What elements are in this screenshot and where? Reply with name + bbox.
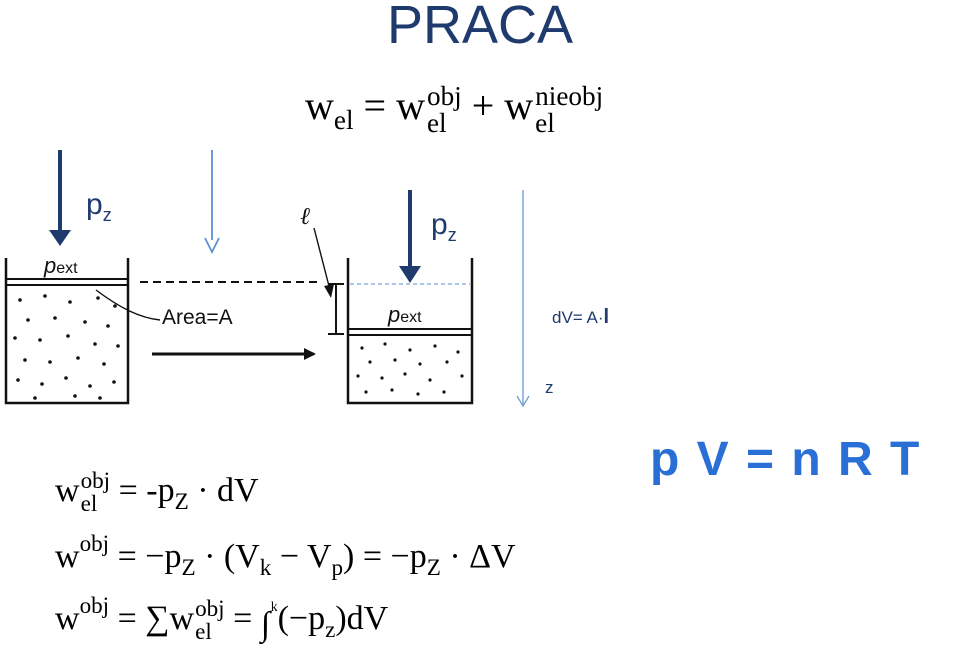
pext-right-symbol: p — [388, 302, 401, 327]
eq-term2-sup: nieobj — [535, 80, 604, 111]
dv-label-text: dV= A· — [552, 308, 604, 327]
eq1-w: w — [55, 471, 80, 509]
right-pressure-sub: z — [447, 225, 457, 245]
z-label: z — [545, 378, 554, 397]
eq2-vp-sub: p — [331, 555, 344, 582]
eq2-rhs3-sub: Z — [426, 555, 441, 582]
eq3-rhs2: = — [224, 599, 261, 637]
eq2-vk-sub: k — [259, 555, 272, 582]
left-pressure-sub: z — [102, 205, 112, 225]
eq3-rhs1: = ∑w — [117, 599, 195, 637]
pext-right-label: pext — [388, 302, 422, 328]
eq-lhs-sub: el — [333, 104, 354, 135]
eq3-sum-sup: obj — [195, 596, 225, 622]
eq-term1: w — [396, 83, 425, 128]
eq3-w: w — [55, 599, 80, 637]
ell-label: ℓ — [300, 204, 310, 230]
pext-right-sub: ext — [400, 309, 422, 326]
eq2-rhs3: ) = −p — [343, 538, 427, 575]
eq3-sum-sub: el — [195, 619, 212, 646]
left-pressure-symbol: p — [86, 188, 103, 221]
right-container — [346, 258, 474, 405]
left-container — [4, 258, 130, 405]
displacement-bracket — [328, 283, 344, 335]
left-pressure-label: pz — [86, 188, 112, 226]
ell-pointer-head — [324, 284, 334, 298]
eq1-rhs-tail: · dV — [188, 471, 259, 509]
eq1-rhs: = -p — [118, 471, 175, 509]
eq2-rhs1b: · (V — [195, 538, 260, 575]
eq3-rhs3-sub: z — [325, 617, 336, 643]
eq2-sup: obj — [79, 530, 110, 557]
eq1-sub: el — [80, 491, 98, 518]
piston-diagram — [4, 150, 530, 408]
eq-term2-sub: el — [535, 107, 555, 138]
dv-label: dV= A·l — [552, 306, 609, 329]
pext-left-sub: ext — [56, 260, 78, 277]
ideal-gas-equation: p V = n R T — [650, 433, 922, 486]
eq-term1-sub: el — [426, 107, 447, 138]
right-pressure-symbol: p — [431, 208, 448, 241]
eq1-rhs-sub: Z — [174, 489, 189, 515]
eq2-rhs1: = −p — [117, 538, 182, 575]
eq2-rhs2: − V — [271, 538, 332, 575]
right-pressure-arrow — [399, 190, 421, 283]
page-title: PRACA — [386, 0, 574, 55]
dv-label-length: l — [603, 306, 610, 328]
ell-pointer-line — [313, 227, 331, 291]
eq3-integral: ∫ — [260, 605, 271, 643]
work-delta-v-equation: wobj = −pZ · (Vk − Vp) = −pZ · ΔV — [55, 531, 516, 581]
eq2-w: w — [55, 538, 80, 575]
eq3-int-top: k — [270, 599, 278, 615]
eq-term2: w — [504, 83, 534, 128]
eq-term1-sup: obj — [426, 80, 462, 111]
eq-lhs: w — [305, 83, 334, 128]
pext-left-label: pext — [44, 253, 78, 279]
right-pressure-label: pz — [431, 208, 457, 246]
eq3-rhs4: )dV — [335, 599, 389, 637]
eq3-rhs3: (−p — [277, 599, 326, 637]
z-axis-arrow — [516, 190, 530, 408]
eq1-sup: obj — [80, 468, 111, 494]
eq3-sup: obj — [79, 592, 110, 619]
left-gas-particles — [13, 294, 120, 400]
eq2-rhs4: · ΔV — [440, 538, 516, 575]
left-pressure-arrow — [49, 150, 71, 246]
eq-plus: + — [471, 83, 495, 128]
area-pointer-line — [95, 289, 161, 321]
light-pressure-arrow — [204, 150, 220, 255]
eq2-rhs1-sub: Z — [181, 555, 196, 582]
right-gas-particles — [356, 342, 464, 396]
eq-equals: = — [363, 83, 387, 128]
area-label: Area=A — [162, 306, 233, 329]
pext-left-symbol: p — [44, 253, 57, 278]
